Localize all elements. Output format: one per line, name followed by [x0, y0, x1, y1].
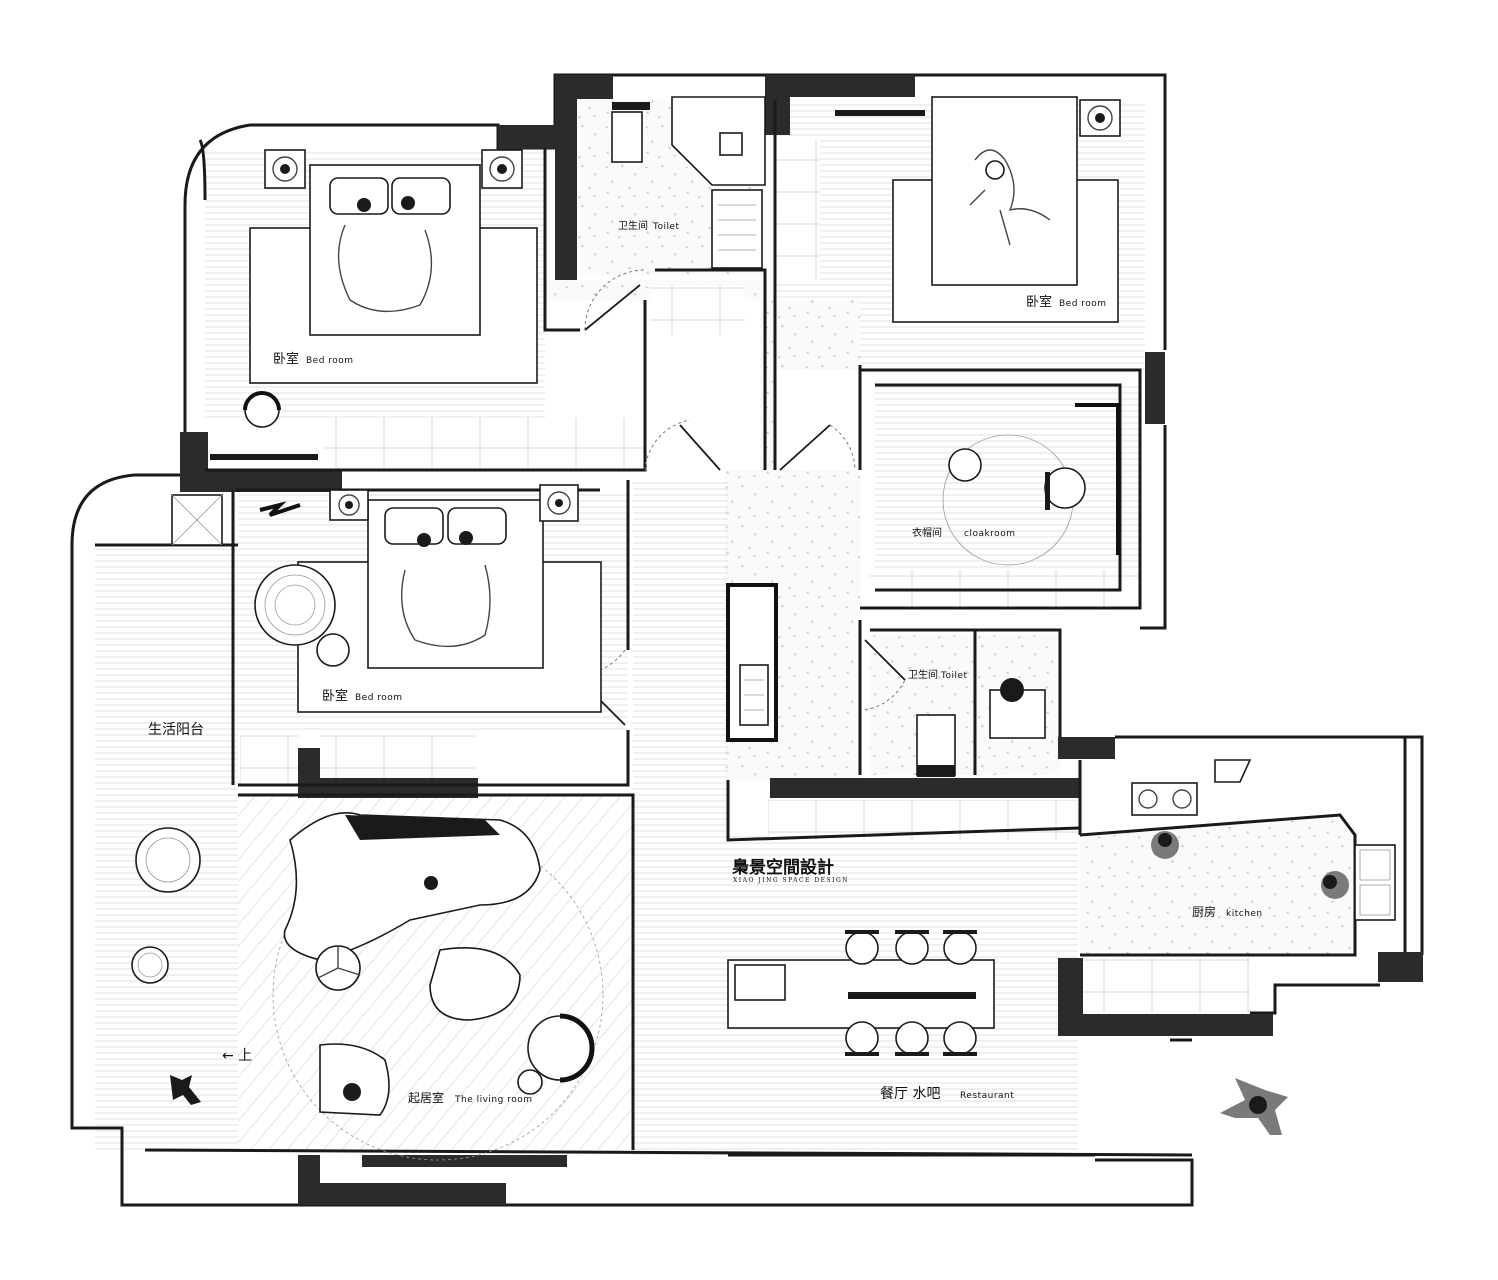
label-bedroom-right-top-cn: 卧室: [1026, 294, 1052, 310]
label-bedroom-middle-en: Bed room: [355, 693, 403, 703]
floor-corridor: [545, 280, 860, 780]
kitchen-cabinet: [1080, 958, 1250, 1013]
bed-middle: [254, 484, 602, 713]
label-toilet-middle-en: Toilet: [940, 671, 968, 681]
toilet-middle-fixtures: [916, 678, 1046, 777]
dining-furniture: [727, 930, 995, 1056]
label-living-room-cn: 起居室: [408, 1090, 444, 1105]
dog-figure: [1220, 1078, 1288, 1135]
floor-kitchen: [1080, 815, 1355, 955]
label-cloakroom-en: cloakroom: [964, 529, 1015, 539]
label-living-room-en: The living room: [454, 1095, 533, 1105]
floor-cloakroom: [875, 385, 1140, 585]
label-bedroom-middle-cn: 卧室: [322, 688, 348, 704]
room-labels: 卧室 Bed room 卫生间 Toilet 卧室 Bed room 衣帽间 c…: [148, 219, 1263, 1105]
stair-up-annotation: ← 上: [222, 1048, 252, 1064]
wardrobe-top-left: [325, 418, 645, 468]
bedroom-right-cabinet: [775, 140, 820, 280]
label-kitchen-cn: 厨房: [1192, 904, 1216, 919]
label-kitchen-en: kitchen: [1226, 909, 1263, 919]
brand-name-cn: 梟景空間設計: [731, 857, 834, 878]
label-bedroom-right-top-en: Bed room: [1059, 299, 1107, 309]
kitchen-furniture: [1131, 759, 1396, 921]
wardrobe-mid-left: [240, 735, 298, 785]
wardrobe-mid: [320, 735, 475, 785]
bed-top-right: [835, 96, 1121, 323]
dining-chairs: [845, 930, 977, 1056]
floor-hall: [633, 480, 728, 1155]
living-room-furniture: [272, 812, 604, 1161]
toilet-top-fixtures: [611, 96, 766, 269]
cloakroom-furniture: [942, 403, 1120, 566]
label-bedroom-left-top-cn: 卧室: [273, 351, 299, 367]
label-balcony-cn: 生活阳台: [148, 722, 204, 738]
corridor-cabinet: [650, 285, 745, 335]
bed-top-left: [210, 149, 538, 460]
balcony-furniture: [131, 494, 223, 1105]
label-toilet-top-en: Toilet: [652, 222, 680, 232]
walls: [70, 73, 1424, 1207]
label-restaurant-cn: 餐厅 水吧: [880, 1086, 940, 1102]
label-restaurant-en: Restaurant: [960, 1091, 1014, 1101]
label-bedroom-left-top-en: Bed room: [306, 356, 354, 366]
label-cloakroom-cn: 衣帽间: [912, 526, 942, 539]
brand-name-en: XIAO JING SPACE DESIGN: [733, 877, 849, 884]
corridor-vanity: [726, 583, 778, 742]
label-toilet-top-cn: 卫生间: [618, 219, 648, 232]
brand-mark: 梟景空間設計 XIAO JING SPACE DESIGN: [731, 857, 849, 884]
label-toilet-middle-cn: 卫生间: [908, 668, 938, 681]
